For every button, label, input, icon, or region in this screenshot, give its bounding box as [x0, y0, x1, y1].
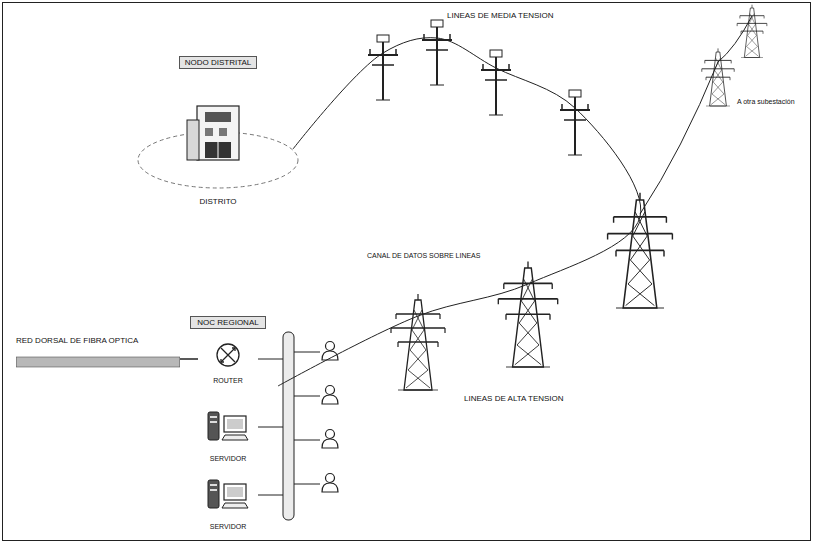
- line-label: LINEAS DE MEDIA TENSION: [445, 11, 556, 20]
- fiber-backbone: RED DORSAL DE FIBRA OPTICA: [16, 336, 180, 368]
- router-icon: [215, 342, 241, 368]
- operator-icons: [322, 342, 338, 493]
- district-node: NODO DISTRITAL DISTRITO: [143, 56, 293, 206]
- backbone-label: RED DORSAL DE FIBRA OPTICA: [16, 336, 180, 345]
- fiber-link: [180, 358, 198, 360]
- network-device: SERVIDOR: [186, 476, 270, 530]
- device-label: SERVIDOR: [210, 523, 246, 530]
- device-label: ROUTER: [213, 377, 243, 384]
- fiber-band: [16, 356, 180, 368]
- server-icon: [206, 408, 250, 442]
- line-label: LINEAS DE ALTA TENSION: [462, 394, 566, 403]
- high-voltage-towers: [391, 5, 767, 390]
- node-header: NOC REGIONAL: [190, 316, 265, 329]
- medium-voltage-poles: [368, 20, 590, 155]
- node-header: NODO DISTRITAL: [179, 56, 258, 69]
- lan-bus: [258, 332, 320, 520]
- server-icon: [206, 476, 250, 510]
- network-device: ROUTER: [198, 342, 258, 384]
- branch-wires: [640, 16, 752, 214]
- node-caption: DISTRITO: [199, 197, 236, 206]
- device-label: SERVIDOR: [210, 455, 246, 462]
- building-icon: [183, 102, 253, 164]
- power-line: [278, 38, 641, 386]
- noc-group: NOC REGIONAL ROUTER SERVIDOR SERVIDOR: [178, 316, 278, 538]
- network-device: SERVIDOR: [186, 408, 270, 462]
- line-label: A otra subestación: [735, 98, 797, 105]
- line-label: CANAL DE DATOS SOBRE LINEAS: [365, 252, 482, 259]
